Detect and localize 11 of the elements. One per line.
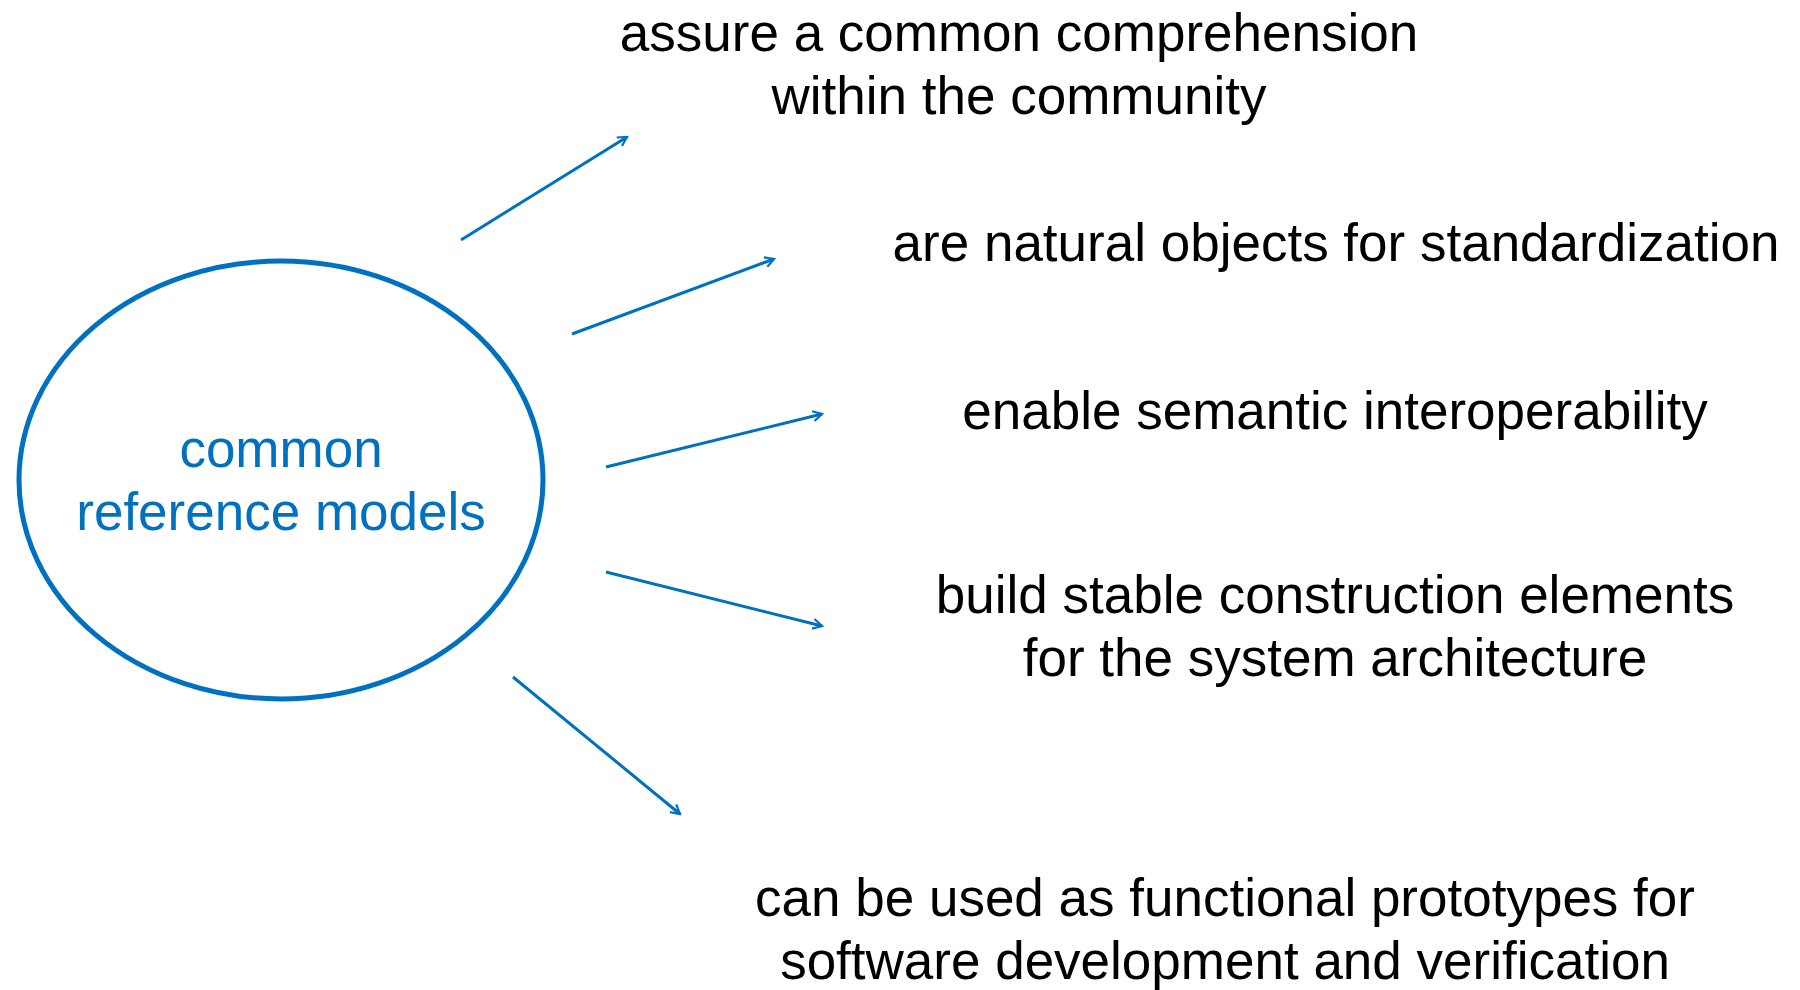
arrow xyxy=(460,135,629,242)
statement-text: are natural objects for standardization xyxy=(892,211,1780,274)
statement-text: assure a common comprehension within the community xyxy=(618,2,1420,127)
statement-text: can be used as functional prototypes for software development and verification xyxy=(754,867,1696,990)
statement-text: enable semantic interoperability xyxy=(962,379,1708,442)
arrow xyxy=(512,675,682,816)
arrow xyxy=(605,570,824,630)
node-label: common reference models xyxy=(75,418,487,543)
statement-text: build stable construction elements for the system architecture xyxy=(934,564,1736,689)
arrow xyxy=(605,410,824,469)
arrow xyxy=(571,256,776,336)
